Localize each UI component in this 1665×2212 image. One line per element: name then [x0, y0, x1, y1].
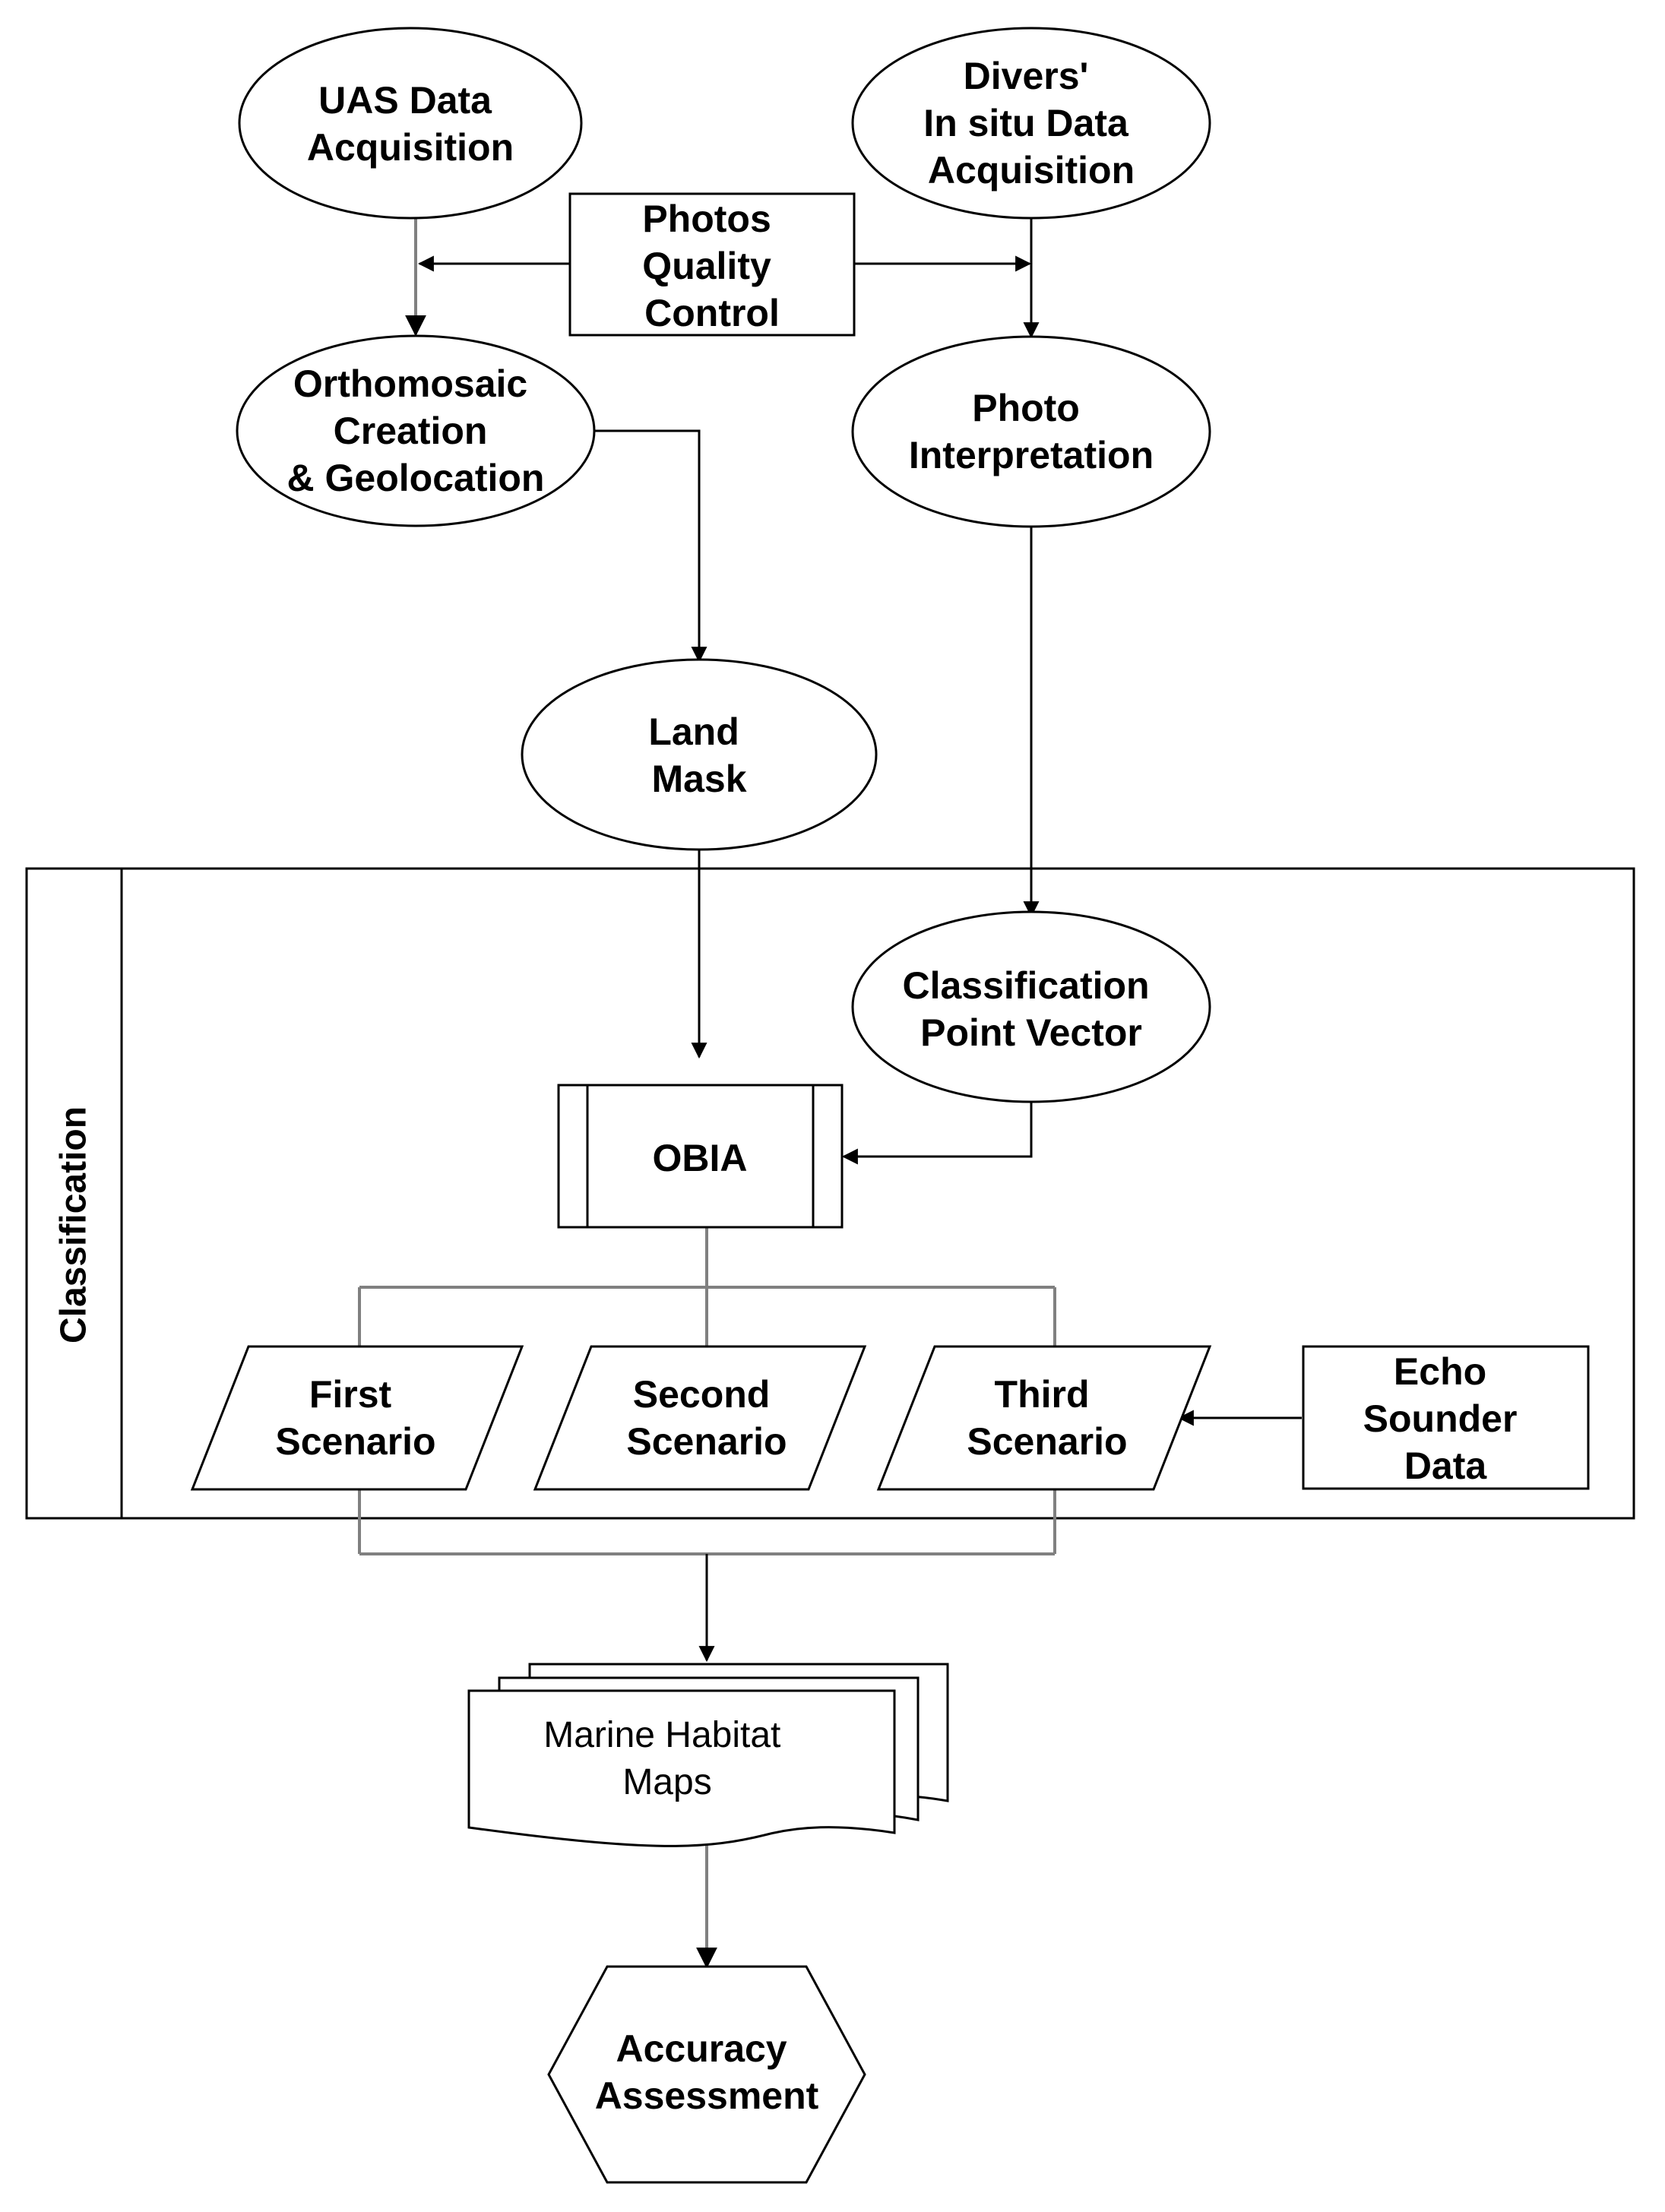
node-divers-data-acquisition: Divers' In situ Data Acquisition — [851, 27, 1211, 220]
habitat-line-1: Marine Habitat — [543, 1715, 780, 1755]
connector-point-obia — [841, 1102, 1033, 1165]
landmask-line-1: Land — [648, 710, 739, 753]
echo-line-2: Sounder — [1363, 1397, 1518, 1440]
node-land-mask: Land Mask — [521, 658, 878, 851]
habitat-line-2: Maps — [622, 1762, 711, 1802]
ortho-line-3: & Geolocation — [287, 457, 545, 499]
divers-line-2: In situ Data — [923, 102, 1129, 144]
second-line-1: Second — [633, 1373, 771, 1416]
node-echo-sounder-data: Echo Sounder Data — [1302, 1345, 1590, 1490]
ortho-line-2: Creation — [334, 410, 488, 452]
node-obia: OBIA — [557, 1084, 844, 1229]
svg-text:Land Mask: Land Mask — [648, 710, 749, 800]
node-uas-data-acquisition: UAS Data Acquisition — [238, 27, 583, 220]
second-line-2: Scenario — [626, 1420, 787, 1463]
svg-text:Divers' In situ Data: Divers' In situ Data Acquisition — [923, 55, 1138, 191]
node-orthomosaic-creation: Orthomosaic Creation & Geolocation — [236, 334, 596, 527]
uas-line-1: UAS Data — [318, 79, 492, 122]
svg-text:Second Scenario: Second Scenario — [626, 1373, 787, 1463]
interp-line-1: Photo — [972, 387, 1080, 429]
accuracy-line-1: Accuracy — [616, 2027, 787, 2070]
first-line-1: First — [309, 1373, 392, 1416]
ortho-line-1: Orthomosaic — [293, 362, 527, 405]
node-marine-habitat-maps: Marine Habitat Maps — [467, 1663, 949, 1847]
node-photos-quality-control: Photos Quality Control — [568, 192, 856, 337]
obia-label: OBIA — [653, 1137, 748, 1179]
divers-line-3: Acquisition — [928, 149, 1135, 191]
svg-text:Marine Habitat Maps: Marine Habitat Maps — [543, 1715, 790, 1802]
echo-line-1: Echo — [1394, 1350, 1486, 1393]
connector-ortho-landmask — [594, 429, 707, 663]
point-line-2: Point Vector — [920, 1011, 1142, 1054]
point-line-1: Classification — [902, 964, 1149, 1007]
qc-line-2: Quality — [642, 245, 771, 287]
qc-line-3: Control — [644, 292, 780, 334]
node-third-scenario: Third Scenario — [876, 1345, 1212, 1491]
accuracy-line-2: Assessment — [595, 2074, 819, 2117]
qc-line-1: Photos — [642, 198, 771, 240]
node-second-scenario: Second Scenario — [533, 1345, 867, 1491]
echo-line-3: Data — [1404, 1445, 1488, 1487]
node-photo-interpretation: Photo Interpretation — [851, 335, 1211, 528]
svg-text:Photos Quality Con: Photos Quality Control — [642, 198, 781, 334]
document-front — [467, 1689, 896, 1847]
node-first-scenario: First Scenario — [190, 1345, 524, 1491]
connectors — [358, 218, 1302, 1969]
svg-text:UAS Data Acquisition: UAS Data Acquisition — [307, 79, 514, 169]
svg-text:Classification Point Vec: Classification Point Vector — [902, 964, 1160, 1054]
divers-line-1: Divers' — [964, 55, 1089, 97]
first-line-2: Scenario — [275, 1420, 435, 1463]
container-label: Classification — [54, 1106, 94, 1343]
uas-line-2: Acquisition — [307, 126, 514, 169]
interp-line-2: Interpretation — [909, 434, 1154, 476]
svg-text:Accuracy Assessment: Accuracy Assessment — [595, 2027, 819, 2117]
svg-text:Third Scenario: Third Scenario — [967, 1373, 1127, 1463]
svg-text:Echo Sounder Data: Echo Sounder Data — [1363, 1350, 1528, 1487]
svg-text:Orthomosaic Creation: Orthomosaic Creation & Geolocation — [287, 362, 545, 499]
third-line-2: Scenario — [967, 1420, 1127, 1463]
third-line-1: Third — [995, 1373, 1090, 1416]
node-classification-point-vector: Classification Point Vector — [851, 910, 1211, 1103]
landmask-line-2: Mask — [651, 758, 746, 800]
svg-text:First Scenario: First Scenario — [275, 1373, 435, 1463]
svg-text:Photo Interpretation: Photo Interpretation — [909, 387, 1154, 476]
node-accuracy-assessment: Accuracy Assessment — [547, 1965, 866, 2184]
